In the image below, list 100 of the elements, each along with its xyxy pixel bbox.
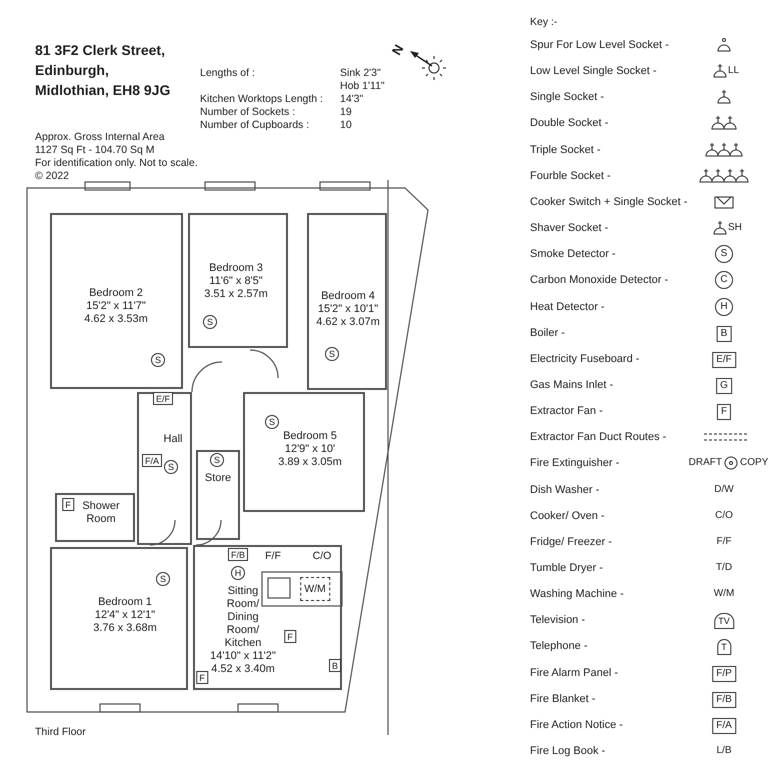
- room-name: Bedroom 2: [89, 287, 143, 300]
- key-entry: Extractor Fan -: [530, 404, 603, 418]
- key-entry: Fire Action Notice -: [530, 718, 623, 732]
- room-name: Sitting Room/ Dining Room/ Kitchen: [224, 585, 262, 650]
- spec-value: Sink 2'3": [340, 66, 381, 80]
- key-symbol-label: G: [716, 378, 732, 394]
- key-symbol-label: DRAFT: [688, 456, 722, 470]
- key-entry: Single Socket -: [530, 90, 604, 104]
- key-symbol-label: COPY: [740, 456, 768, 470]
- key-symbol-label: T/D: [716, 561, 732, 575]
- key-symbol-label: D/W: [714, 482, 734, 497]
- key-symbol-label: F: [716, 404, 732, 420]
- room-dimensions: 3.51 x 2.57m: [204, 288, 268, 301]
- room-dimensions: 12'9" x 10': [284, 443, 336, 456]
- room-outline: [137, 392, 192, 545]
- spec-label: Lengths of :: [200, 66, 255, 80]
- key-entry: Washing Machine -: [530, 587, 624, 602]
- copyright-note: © 2022: [35, 169, 70, 183]
- detector-symbol: S: [151, 353, 165, 367]
- room-outline: [243, 392, 365, 512]
- spec-label: Number of Sockets :: [200, 105, 296, 119]
- area-note: 1127 Sq Ft - 104.70 Sq M: [35, 143, 154, 157]
- room-name: Bedroom 3: [209, 262, 263, 275]
- key-entry: Dish Washer -: [530, 482, 600, 497]
- key-symbol-label: TV: [714, 613, 734, 630]
- fixture-tag: F/A: [142, 454, 162, 467]
- key-entry: Carbon Monoxide Detector -: [530, 273, 668, 288]
- fixture-tag: E/F: [153, 392, 173, 405]
- room-name: Bedroom 4: [321, 290, 375, 303]
- key-symbol-label: C/O: [715, 508, 733, 523]
- key-entry: Triple Socket -: [530, 142, 601, 157]
- key-entry: Double Socket -: [530, 116, 608, 130]
- key-entry: Fire Blanket -: [530, 692, 596, 706]
- room-name: Store: [204, 472, 232, 485]
- key-entry: Gas Mains Inlet -: [530, 378, 614, 392]
- detector-symbol: S: [203, 315, 217, 329]
- key-entry: Fridge/ Freezer -: [530, 534, 612, 549]
- key-symbol-label: C: [715, 271, 733, 290]
- room-outline: [196, 450, 240, 540]
- room-outline: [307, 213, 387, 390]
- key-symbol-label: E/F: [712, 352, 736, 368]
- key-entry: Heat Detector -: [530, 300, 605, 314]
- appliance-label: W/M: [300, 577, 330, 601]
- key-entry: Extractor Fan Duct Routes -: [530, 430, 666, 444]
- north-label: N: [390, 42, 406, 58]
- key-entry: Smoke Detector -: [530, 247, 616, 262]
- room-dimensions: 4.52 x 3.40m: [211, 663, 275, 676]
- key-symbol-label: L/B: [716, 744, 732, 758]
- address-title: 81 3F2 Clerk Street, Edinburgh, Midlothian, EH8 9JG: [35, 41, 172, 100]
- key-heading: Key :-: [530, 15, 558, 29]
- appliance-label: C/O: [312, 549, 332, 563]
- room-dimensions: 3.89 x 3.05m: [278, 456, 342, 469]
- key-symbol-label: T: [717, 639, 731, 656]
- key-entry: Spur For Low Level Socket -: [530, 38, 669, 52]
- fixture-tag: F: [284, 630, 296, 643]
- key-entry: Boiler -: [530, 326, 565, 340]
- room-dimensions: 14'10" x 11'2": [210, 650, 276, 663]
- room-outline: [193, 545, 342, 690]
- fixture-tag: F: [196, 671, 208, 684]
- key-symbol-label: SH: [728, 221, 742, 236]
- detector-symbol: H: [231, 566, 245, 580]
- key-symbol-label: B: [716, 326, 732, 342]
- key-entry: Fourble Socket -: [530, 168, 611, 183]
- key-entry: Cooker/ Oven -: [530, 508, 605, 523]
- room-dimensions: 15'2" x 10'1": [318, 303, 378, 316]
- key-symbol-label: LL: [728, 64, 740, 78]
- detector-symbol: S: [265, 415, 279, 429]
- fixture-tag: F: [62, 498, 74, 511]
- room-outline: [55, 493, 135, 542]
- detector-symbol: S: [164, 460, 178, 474]
- key-entry: Fire Alarm Panel -: [530, 666, 618, 680]
- room-dimensions: 4.62 x 3.07m: [316, 316, 380, 329]
- fixture-tag: F/B: [228, 548, 248, 561]
- room-dimensions: 12'4" x 12'1": [94, 609, 156, 622]
- spec-value: 10: [340, 118, 352, 132]
- fixture-tag: B: [329, 659, 341, 672]
- key-symbol-label: F/B: [712, 692, 736, 708]
- room-dimensions: 4.62 x 3.53m: [84, 313, 148, 326]
- room-name: Bedroom 1: [98, 596, 152, 609]
- appliance-label: F/F: [265, 549, 281, 563]
- area-note: Approx. Gross Internal Area: [35, 130, 165, 144]
- spec-value: Hob 1'11": [340, 79, 385, 93]
- key-entry: Telephone -: [530, 639, 588, 654]
- key-symbol-label: H: [715, 298, 733, 316]
- detector-symbol: S: [156, 572, 170, 586]
- key-entry: Low Level Single Socket -: [530, 64, 657, 78]
- room-outline: [50, 213, 183, 389]
- key-entry: Shaver Socket -: [530, 221, 608, 236]
- key-entry: Tumble Dryer -: [530, 561, 603, 575]
- room-outline: [188, 213, 288, 348]
- key-entry: Electricity Fuseboard -: [530, 352, 640, 366]
- spec-value: 14'3": [340, 92, 364, 106]
- room-dimensions: 11'6" x 8'5": [209, 275, 263, 288]
- spec-value: 19: [340, 105, 352, 119]
- room-outline: [50, 547, 188, 690]
- key-symbol-label: S: [715, 245, 733, 264]
- room-name: Shower Room: [81, 500, 121, 526]
- floor-caption: Third Floor: [35, 726, 86, 738]
- key-entry: Cooker Switch + Single Socket -: [530, 194, 688, 209]
- key-entry: Television -: [530, 613, 586, 628]
